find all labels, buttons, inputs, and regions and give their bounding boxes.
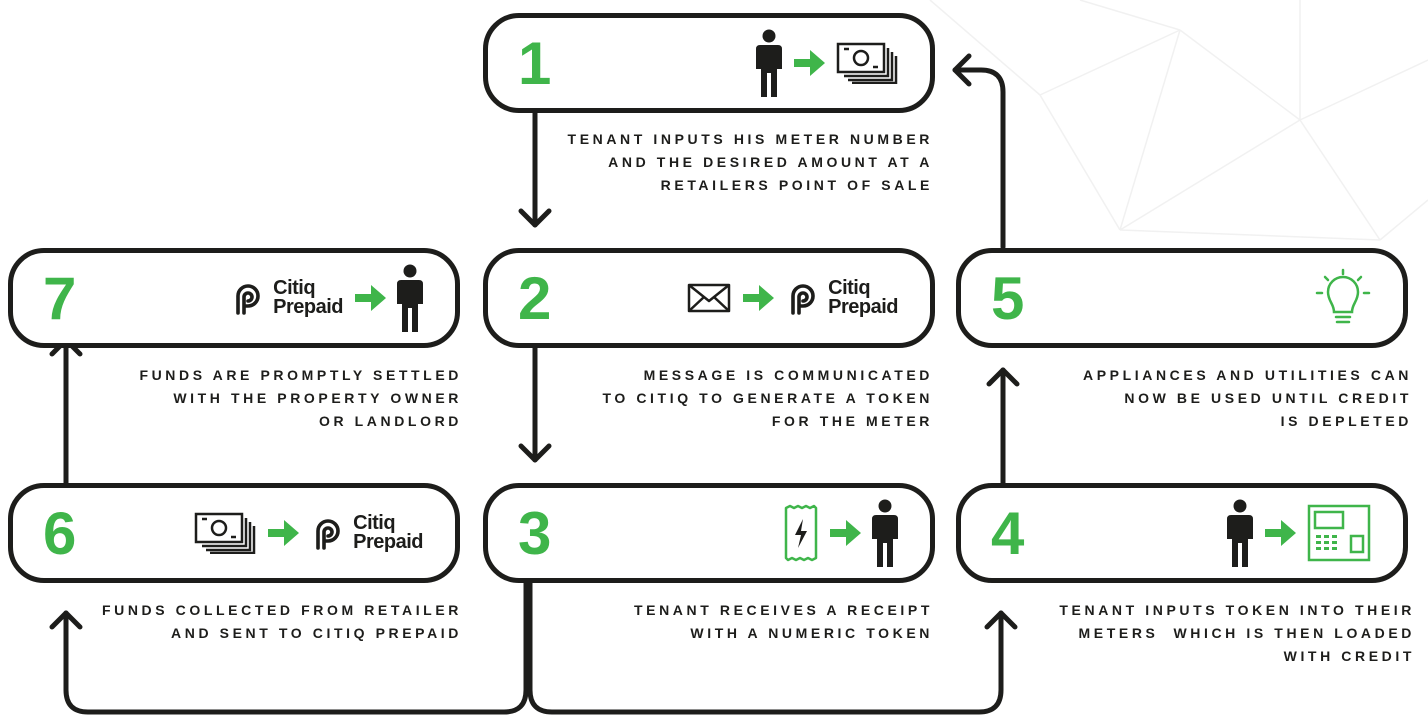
arrowhead-step5 <box>986 367 1020 387</box>
step-5-description-line-2: NOW BE USED UNTIL CREDIT <box>1124 390 1412 406</box>
arrow-right-icon <box>266 517 300 549</box>
step-3-box: 3 <box>483 483 935 583</box>
person-icon <box>756 29 782 97</box>
arrowhead-step4 <box>984 610 1018 630</box>
step-2-description: MESSAGE IS COMMUNICATED TO CITIQ TO GENE… <box>493 364 933 433</box>
step-4-description-line-2: METERS WHICH IS THEN LOADED <box>1078 625 1415 641</box>
connector-step5-to-step1 <box>952 67 1006 250</box>
step-2-description-line-2: TO CITIQ TO GENERATE A TOKEN <box>602 390 933 406</box>
step-3-icons <box>784 499 898 567</box>
citiq-logo-mark-icon <box>236 284 260 315</box>
step-5-icons <box>1315 266 1371 330</box>
step-1-icons <box>756 29 898 97</box>
step-7-number: 7 <box>43 265 77 332</box>
step-7-description-line-2: WITH THE PROPERTY OWNER <box>173 390 462 406</box>
step-2-number: 2 <box>518 265 552 332</box>
brand-name-line-2: Prepaid <box>273 296 343 318</box>
brand-name-line-2: Prepaid <box>353 531 423 553</box>
citiq-logo-mark-icon <box>316 519 340 550</box>
step-1-description: TENANT INPUTS HIS METER NUMBER AND THE D… <box>493 128 933 197</box>
step-1-description-line-2: AND THE DESIRED AMOUNT AT A <box>608 154 933 170</box>
cash-stack-icon <box>194 512 256 555</box>
person-icon <box>397 264 423 332</box>
prepaid-meter-icon <box>1307 504 1371 562</box>
step-2-description-line-3: FOR THE METER <box>771 413 933 429</box>
step-4-description: TENANT INPUTS TOKEN INTO THEIR METERS WH… <box>975 599 1415 668</box>
step-5-number: 5 <box>991 265 1025 332</box>
step-6-description-line-2: AND SENT TO CITIQ PREPAID <box>171 625 462 641</box>
step-1-number: 1 <box>518 30 552 97</box>
arrowhead-step2 <box>518 208 552 228</box>
step-7-description-line-3: OR LANDLORD <box>318 413 462 429</box>
arrow-right-icon <box>353 282 387 314</box>
arrow-right-icon <box>828 517 862 549</box>
step-1-box: 1 <box>483 13 935 113</box>
arrowhead-step3 <box>518 443 552 463</box>
arrowhead-step1 <box>952 53 972 87</box>
step-6-number: 6 <box>43 500 77 567</box>
step-1-description-line-3: RETAILERS POINT OF SALE <box>660 177 933 193</box>
lightbulb-icon <box>1315 268 1371 328</box>
arrow-right-icon <box>741 282 775 314</box>
arrow-right-icon <box>1263 517 1297 549</box>
step-6-description: FUNDS COLLECTED FROM RETAILER AND SENT T… <box>22 599 462 645</box>
step-7-description-line-1: FUNDS ARE PROMPTLY SETTLED <box>139 367 462 383</box>
step-5-description-line-3: IS DEPLETED <box>1280 413 1412 429</box>
step-1-description-line-1: TENANT INPUTS HIS METER NUMBER <box>567 131 933 147</box>
citiq-logo-mark-icon <box>791 284 815 315</box>
step-4-icons <box>1227 499 1371 567</box>
step-3-number: 3 <box>518 500 552 567</box>
brand-name-line-1: Citiq <box>273 277 316 299</box>
person-icon <box>872 499 898 567</box>
step-5-box: 5 <box>956 248 1408 348</box>
connector-step3-to-step4 <box>527 577 1004 715</box>
step-6-description-line-1: FUNDS COLLECTED FROM RETAILER <box>101 602 462 618</box>
step-2-description-line-1: MESSAGE IS COMMUNICATED <box>643 367 933 383</box>
step-4-box: 4 <box>956 483 1408 583</box>
connector-step3-to-step6 <box>63 577 529 715</box>
receipt-token-icon <box>784 504 818 562</box>
arrow-right-icon <box>792 47 826 79</box>
step-3-description: TENANT RECEIVES A RECEIPT WITH A NUMERIC… <box>493 599 933 645</box>
brand-name-line-2: Prepaid <box>828 296 898 318</box>
arrowhead-step6 <box>49 610 83 630</box>
cash-stack-icon <box>836 42 898 85</box>
step-3-description-line-1: TENANT RECEIVES A RECEIPT <box>634 602 933 618</box>
step-3-description-line-2: WITH A NUMERIC TOKEN <box>690 625 933 641</box>
step-4-description-line-1: TENANT INPUTS TOKEN INTO THEIR <box>1059 602 1415 618</box>
brand-name-line-1: Citiq <box>828 277 871 299</box>
step-4-number: 4 <box>991 500 1025 567</box>
step-4-description-line-3: WITH CREDIT <box>1283 648 1415 664</box>
step-7-description: FUNDS ARE PROMPTLY SETTLED WITH THE PROP… <box>22 364 462 433</box>
person-icon <box>1227 499 1253 567</box>
step-5-description: APPLIANCES AND UTILITIES CAN NOW BE USED… <box>972 364 1412 433</box>
brand-name-line-1: Citiq <box>353 512 396 534</box>
step-5-description-line-1: APPLIANCES AND UTILITIES CAN <box>1083 367 1412 383</box>
envelope-icon <box>687 283 731 313</box>
